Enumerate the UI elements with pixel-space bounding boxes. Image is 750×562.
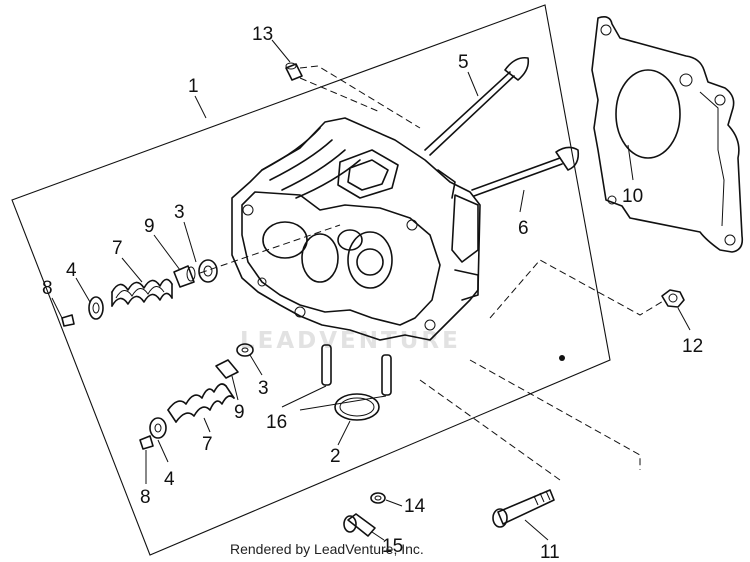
cylinder-head-assembly-box	[11, 4, 611, 556]
callout-7b: 7	[202, 434, 213, 455]
callout-8a: 8	[42, 278, 53, 299]
credit-text: Rendered by LeadVenture, Inc.	[230, 541, 424, 557]
callout-9a: 9	[144, 216, 155, 237]
valve-spring-lower	[167, 383, 235, 423]
callout-1: 1	[188, 76, 199, 97]
callout-4a: 4	[66, 260, 77, 281]
alignment-line	[299, 77, 381, 113]
valve-stem-seal-lower	[236, 343, 254, 357]
callout-2: 2	[330, 446, 341, 467]
intake-valve	[424, 56, 530, 156]
spring-retainer-lower	[149, 417, 167, 439]
dowel-pin-13	[285, 62, 303, 81]
cylinder-head	[231, 117, 481, 341]
callout-3a: 3	[174, 202, 185, 223]
callout-9b: 9	[234, 402, 245, 423]
flange-nut	[661, 289, 685, 308]
valve-seal-lower	[215, 359, 239, 379]
callout-7a: 7	[112, 238, 123, 259]
callout-4b: 4	[164, 469, 175, 490]
reference-dot	[559, 355, 565, 361]
callout-10: 10	[622, 186, 643, 207]
callout-14: 14	[404, 496, 426, 517]
spring-retainer-upper	[88, 296, 104, 320]
callout-16: 16	[266, 412, 287, 433]
callout-13: 13	[252, 24, 273, 45]
valve-cotter-upper	[61, 314, 75, 327]
alignment-line	[489, 259, 666, 319]
callout-15: 15	[382, 536, 403, 557]
watermark: LEADVENTURE	[240, 328, 461, 354]
head-gasket	[591, 16, 744, 253]
alignment-line	[419, 379, 561, 481]
alignment-line	[299, 65, 421, 129]
valve-seal-upper	[173, 265, 196, 288]
dowel-pin-16a	[321, 344, 332, 386]
callout-11: 11	[540, 542, 560, 562]
valve-spring-upper	[111, 278, 173, 307]
valve-cotter-lower	[139, 435, 154, 450]
leader-lines	[51, 39, 691, 541]
valve-stem-seal-upper	[198, 259, 218, 283]
sealing-washer	[370, 492, 386, 504]
long-bolt	[492, 489, 555, 528]
short-bolt	[343, 513, 376, 537]
alignment-line	[469, 359, 641, 470]
callout-3b: 3	[258, 378, 269, 399]
callout-6: 6	[518, 218, 529, 239]
callout-5: 5	[458, 52, 469, 73]
callout-12: 12	[682, 336, 703, 357]
dowel-pin-16b	[381, 354, 392, 396]
alignment-line	[199, 224, 341, 274]
exhaust-valve	[471, 146, 580, 197]
callout-8b: 8	[140, 487, 151, 508]
o-ring	[334, 393, 380, 421]
